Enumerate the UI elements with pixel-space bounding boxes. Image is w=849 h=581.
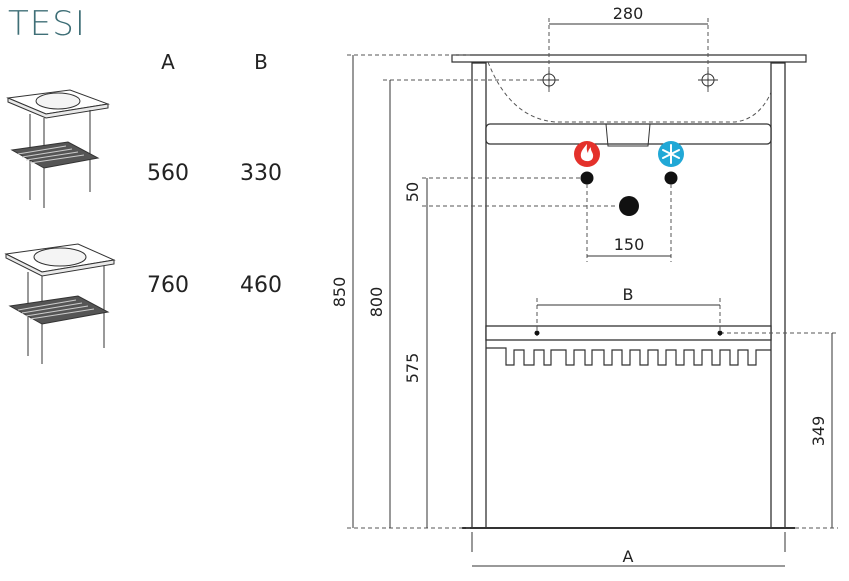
- dim-hot-cold-spacing: 150: [614, 235, 645, 254]
- row-2-b: 460: [240, 273, 282, 298]
- front-elevation-drawing: 280 150 50: [330, 4, 838, 567]
- hot-supply-point: [580, 171, 594, 185]
- drain-point: [619, 196, 639, 216]
- thumbnail-large: [4, 243, 116, 364]
- flame-icon: [574, 141, 600, 167]
- basin-bowl: [487, 61, 781, 123]
- dim-overall-height: 850: [330, 277, 349, 308]
- dim-shelf-width: B: [623, 285, 634, 304]
- row-2-a: 760: [147, 273, 189, 298]
- top-rail: [485, 123, 772, 145]
- drain-outlet: [605, 123, 651, 147]
- row-1-b: 330: [240, 161, 282, 186]
- dim-shelf-height: 349: [809, 416, 828, 447]
- dim-frame-width: A: [623, 547, 634, 566]
- basin-top: [451, 54, 807, 63]
- cold-supply-point: [664, 171, 678, 185]
- dim-inlet-height: 575: [403, 353, 422, 384]
- dim-basin-height: 800: [367, 287, 386, 318]
- left-leg: [471, 62, 487, 529]
- column-header-b: B: [254, 50, 268, 74]
- dim-inlet-offset: 50: [403, 182, 422, 202]
- row-1-a: 560: [147, 161, 189, 186]
- column-header-a: A: [161, 50, 175, 74]
- shelf-slats: [486, 347, 771, 366]
- thumbnail-small: [6, 89, 110, 208]
- product-title: TESI: [8, 4, 86, 44]
- right-leg: [770, 62, 786, 529]
- snowflake-icon: [658, 141, 684, 167]
- dim-taps-spacing: 280: [613, 4, 644, 23]
